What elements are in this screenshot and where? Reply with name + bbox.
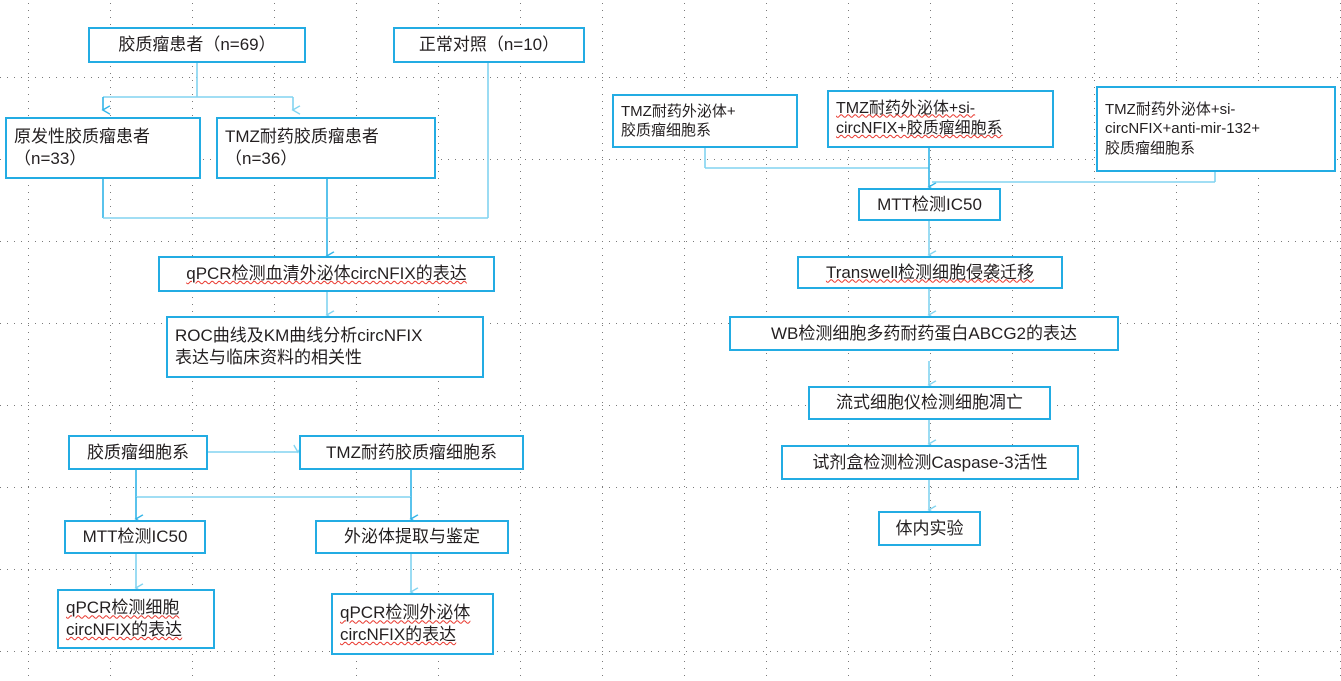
node-label: TMZ耐药外泌体+ 胶质瘤细胞系 <box>621 102 736 139</box>
node-label: Transwell检测细胞侵袭迁移 <box>825 262 1035 282</box>
node-tmz-exosome-sicircnfix-glioma-cells[interactable]: TMZ耐药外泌体+si- circNFIX+胶质瘤细胞系 <box>827 90 1054 148</box>
node-wb-abcg2-expression[interactable]: WB检测细胞多药耐药蛋白ABCG2的表达 <box>729 316 1119 351</box>
node-label: 外泌体提取与鉴定 <box>344 527 480 547</box>
node-qpcr-serum-exosome-circnfix[interactable]: qPCR检测血清外泌体circNFIX的表达 <box>158 256 495 292</box>
node-label: TMZ耐药胶质瘤细胞系 <box>326 442 497 462</box>
node-roc-km-correlation[interactable]: ROC曲线及KM曲线分析circNFIX 表达与临床资料的相关性 <box>166 316 484 378</box>
node-label: MTT检测IC50 <box>877 194 982 214</box>
node-label: qPCR检测外泌体 circNFIX的表达 <box>340 603 471 644</box>
node-label: WB检测细胞多药耐药蛋白ABCG2的表达 <box>770 323 1078 343</box>
node-label: TMZ耐药外泌体+si- circNFIX+胶质瘤细胞系 <box>836 99 1003 137</box>
node-mtt-ic50-right[interactable]: MTT检测IC50 <box>858 188 1001 221</box>
node-label: MTT检测IC50 <box>82 527 188 547</box>
node-label: 正常对照（n=10） <box>418 35 560 55</box>
node-qpcr-exosome-circnfix[interactable]: qPCR检测外泌体 circNFIX的表达 <box>331 593 494 655</box>
node-label: qPCR检测血清外泌体circNFIX的表达 <box>186 264 467 284</box>
node-label: TMZ耐药外泌体+si- circNFIX+anti-mir-132+ 胶质瘤细… <box>1105 101 1261 157</box>
node-in-vivo-experiment[interactable]: 体内实验 <box>878 511 981 546</box>
node-transwell-invasion-migration[interactable]: Transwell检测细胞侵袭迁移 <box>797 256 1063 289</box>
node-qpcr-cell-circnfix[interactable]: qPCR检测细胞 circNFIX的表达 <box>57 589 215 649</box>
node-primary-glioma-patients[interactable]: 原发性胶质瘤患者 （n=33） <box>5 117 201 179</box>
node-label: 原发性胶质瘤患者 （n=33） <box>14 127 150 168</box>
node-kit-caspase3-activity[interactable]: 试剂盒检测检测Caspase-3活性 <box>781 445 1079 480</box>
node-label: 试剂盒检测检测Caspase-3活性 <box>812 452 1048 472</box>
node-tmz-resistant-patients[interactable]: TMZ耐药胶质瘤患者 （n=36） <box>216 117 436 179</box>
node-label: TMZ耐药胶质瘤患者 （n=36） <box>225 127 379 168</box>
node-exosome-extraction-identification[interactable]: 外泌体提取与鉴定 <box>315 520 509 554</box>
node-label: 胶质瘤细胞系 <box>87 442 189 462</box>
node-glioma-patients[interactable]: 胶质瘤患者（n=69） <box>88 27 306 63</box>
node-tmz-resistant-cell-line[interactable]: TMZ耐药胶质瘤细胞系 <box>299 435 524 470</box>
node-mtt-ic50-left[interactable]: MTT检测IC50 <box>64 520 206 554</box>
node-label: qPCR检测细胞 circNFIX的表达 <box>66 598 183 639</box>
node-flow-cytometry-apoptosis[interactable]: 流式细胞仪检测细胞凋亡 <box>808 386 1051 420</box>
node-normal-control[interactable]: 正常对照（n=10） <box>393 27 585 63</box>
node-tmz-exosome-sicircnfix-antimir132-glioma-cells[interactable]: TMZ耐药外泌体+si- circNFIX+anti-mir-132+ 胶质瘤细… <box>1096 86 1336 172</box>
node-label: 流式细胞仪检测细胞凋亡 <box>836 393 1023 413</box>
node-label: 体内实验 <box>895 518 964 538</box>
node-tmz-exosome-plus-glioma-cells[interactable]: TMZ耐药外泌体+ 胶质瘤细胞系 <box>612 94 798 148</box>
node-label: 胶质瘤患者（n=69） <box>118 35 276 55</box>
node-label: ROC曲线及KM曲线分析circNFIX 表达与临床资料的相关性 <box>175 326 423 367</box>
node-glioma-cell-line[interactable]: 胶质瘤细胞系 <box>68 435 208 470</box>
